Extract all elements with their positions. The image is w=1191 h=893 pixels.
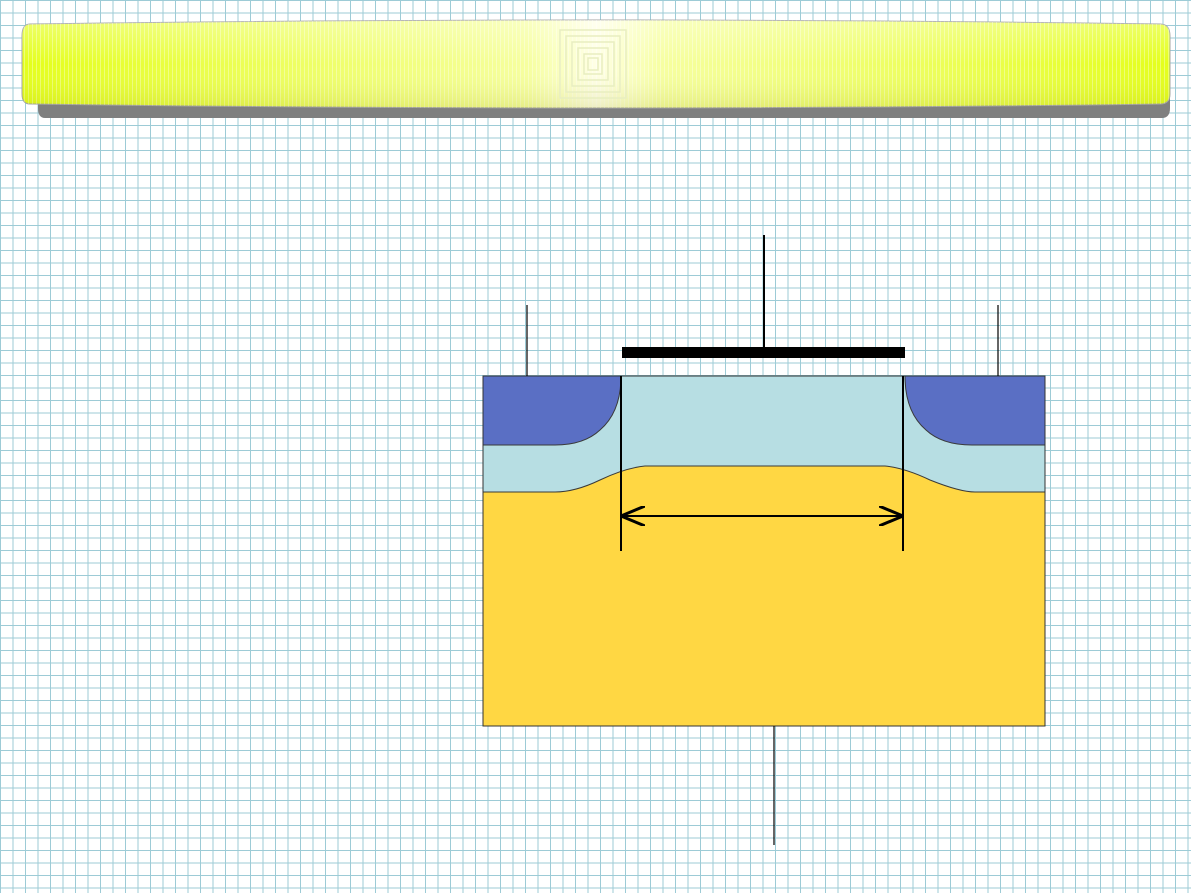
- source-region: [482, 375, 622, 446]
- device-outline: [482, 375, 1046, 727]
- drain-region: [904, 375, 1046, 446]
- title-banner: [21, 19, 1171, 118]
- channel-layer-region: [482, 375, 1046, 493]
- banner-center-emblem: [559, 29, 627, 99]
- gate-electrode: [622, 347, 905, 358]
